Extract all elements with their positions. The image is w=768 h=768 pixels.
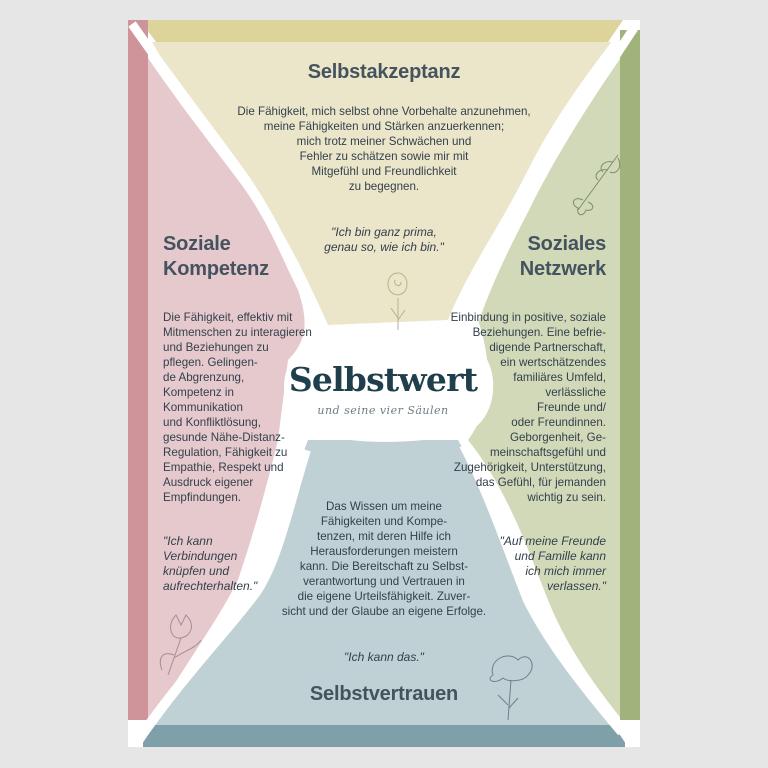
heading-selbstakzeptanz: Selbstakzeptanz [307,61,461,83]
leaf-branch-icon [572,154,621,216]
quote-soziale-kompetenz: "Ich kann Verbindungen knüpfen und aufre… [163,534,258,593]
quote-selbstakzeptanz: "Ich bin ganz prima, genau so, wie ich b… [324,225,444,254]
bottom-section-shape [148,440,618,727]
body-soziale-kompetenz: Die Fähigkeit, effektiv mit Mitmenschen … [163,311,312,504]
flower-icon [489,655,533,721]
quote-selbstvertrauen: "Ich kann das." [344,650,424,664]
top-section-shape [140,20,628,325]
title-blob [284,332,494,442]
poster-background [128,20,640,747]
heading-selbstvertrauen: Selbstvertrauen [309,683,459,705]
poster: Selbstakzeptanz Die Fähigkeit, mich selb… [128,20,640,747]
body-selbstakzeptanz: Die Fähigkeit, mich selbst ohne Vorbehal… [237,105,531,193]
top-band [128,20,640,42]
heading-soziale-kompetenz: Soziale Kompetenz [163,233,269,280]
heading-soziales-netzwerk: Soziales Netzwerk [519,233,606,280]
subtitle: und seine vier Säulen [317,404,449,417]
body-soziales-netzwerk: Einbindung in positive, soziale Beziehun… [450,311,606,504]
right-section-shape [468,30,640,727]
bottom-band [143,725,625,747]
tulip-icon [159,614,202,676]
rose-icon [387,272,408,330]
right-band [620,30,640,730]
body-selbstvertrauen: Das Wissen um meine Fähigkeiten und Komp… [281,500,487,618]
quote-soziales-netzwerk: "Auf meine Freunde und Famille kann ich … [499,534,606,593]
left-band [128,20,148,730]
main-title: Selbstwert [288,360,478,399]
left-section-shape [128,28,305,727]
